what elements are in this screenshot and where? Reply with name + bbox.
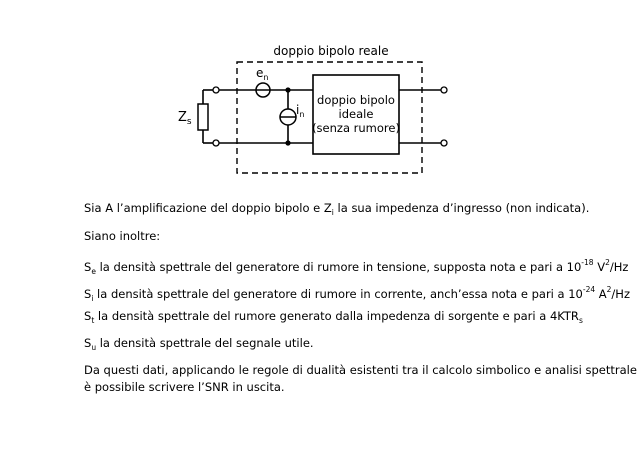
impedance-label: Zs [178,110,192,127]
output-terminal-bottom [440,139,448,147]
circuit-diagram: doppio bipolo reale Zs en in doppio bipo… [178,44,448,174]
paragraph-siano-inoltre: Siano inoltre: [84,229,161,243]
paragraph-voltage-noise-density: Se la densità spettrale del generatore d… [84,258,629,276]
diagram-title: doppio bipolo reale [273,44,388,58]
paragraph-current-noise-density: Si la densità spettrale del generatore d… [84,285,630,303]
junction-dot-top [285,87,291,93]
paragraph-conclusion-line-2: è possibile scrivere l’SNR in uscita. [84,380,285,394]
box-line-2: ideale [339,107,374,121]
output-terminal-top [440,86,448,94]
paragraph-conclusion-line-1: Da questi dati, applicando le regole di … [84,363,637,377]
box-line-1: doppio bipolo [317,93,395,107]
input-terminal-bottom [212,139,220,147]
junction-dot-bottom [285,140,291,146]
dashed-boundary [236,61,423,174]
paragraph-thermal-noise-density: St la densità spettrale del rumore gener… [84,309,583,325]
paragraph-signal-density: Su la densità spettrale del segnale util… [84,336,314,352]
ideal-two-port-box [312,74,400,155]
current-noise-label: in [296,103,304,119]
input-terminal-top [212,86,220,94]
paragraph-amplification: Sia A l’amplificazione del doppio bipolo… [84,201,590,217]
box-line-3: (senza rumore) [312,121,400,135]
source-impedance-resistor [197,103,209,131]
voltage-noise-label: en [256,66,268,82]
